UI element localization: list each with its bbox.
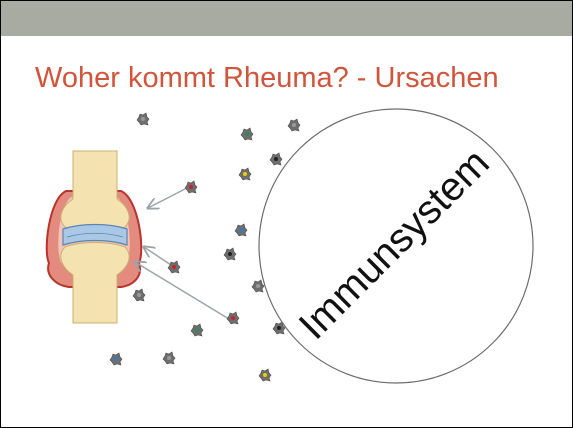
immune-cell [252, 280, 264, 292]
immune-cell [259, 369, 271, 381]
arrow [148, 189, 185, 208]
immune-cell [191, 324, 203, 336]
immune-cell [185, 181, 197, 193]
immune-cell [110, 353, 122, 365]
immune-cell [137, 113, 149, 125]
arrow [135, 262, 229, 319]
immune-cell [235, 224, 247, 236]
immune-cell [133, 289, 145, 301]
immune-cell [227, 312, 239, 324]
immune-cell [168, 261, 180, 273]
immune-cell [270, 153, 282, 165]
immune-cell [288, 119, 300, 131]
immune-cell [239, 168, 251, 180]
immune-cell [241, 128, 253, 140]
immune-cell [224, 248, 236, 260]
immune-system-label: Immunsystem [291, 141, 498, 348]
joint-icon [47, 151, 142, 323]
immune-cell [163, 352, 175, 364]
arrow [144, 247, 171, 265]
